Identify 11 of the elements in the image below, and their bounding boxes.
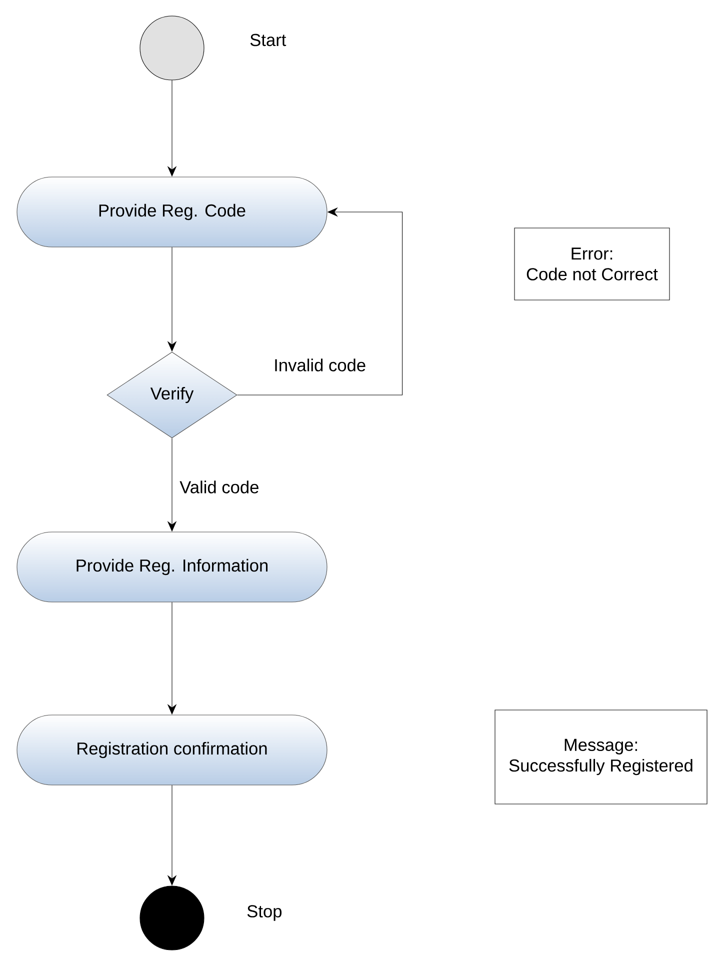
node-label: Start — [250, 34, 286, 46]
action-box: Registration confirmation — [16, 714, 328, 786]
note-box: Error: Code not Correct — [514, 228, 670, 300]
edge-label: Valid code — [178, 479, 261, 495]
stop-circle — [140, 886, 204, 950]
start-circle — [140, 16, 204, 80]
node-label: Stop — [247, 905, 282, 921]
action-box: Provide Reg. Code — [16, 176, 328, 248]
edge-label: Invalid code — [272, 357, 368, 373]
action-box: Provide Reg. Information — [16, 532, 328, 602]
note-box: Message: Successfully Registered — [494, 710, 708, 804]
